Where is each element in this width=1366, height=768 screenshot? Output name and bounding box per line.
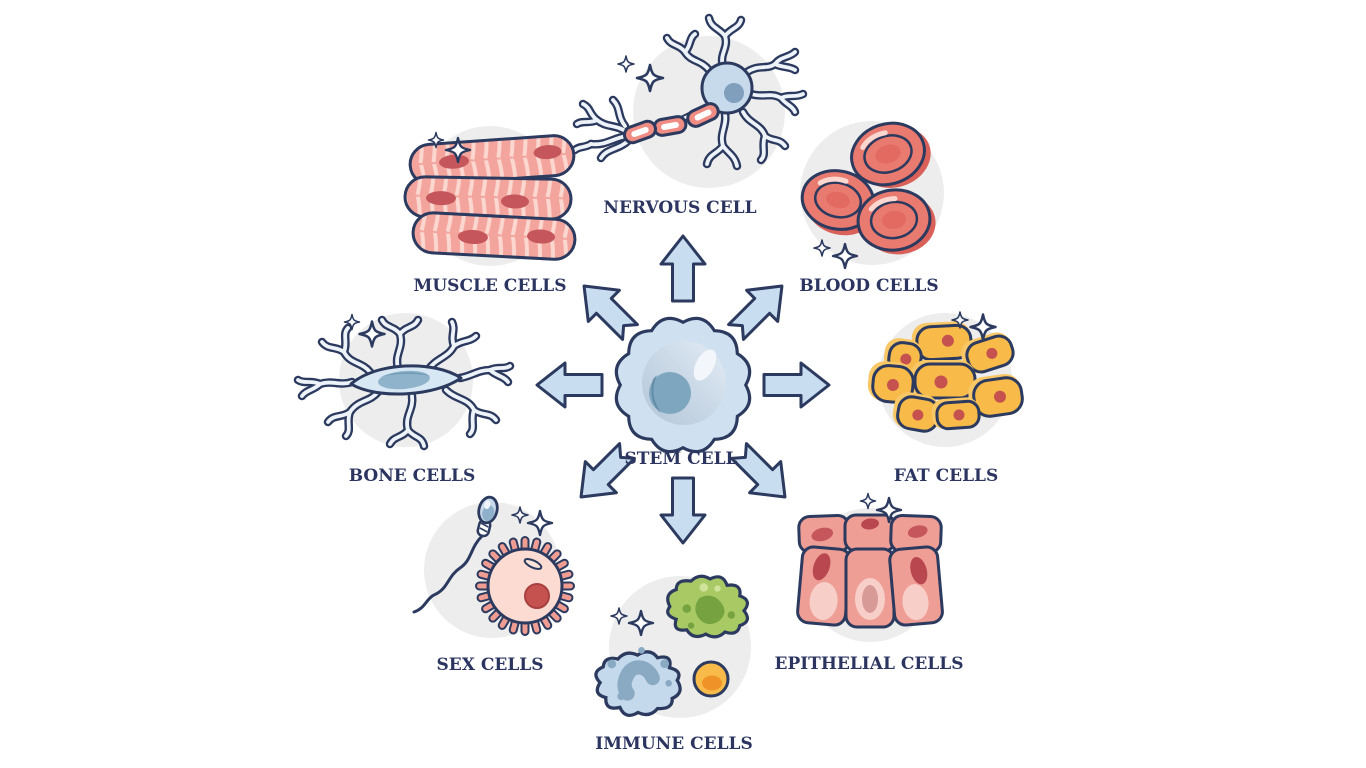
myelin-segments (622, 102, 720, 145)
bone-cells-label: BONE CELLS (348, 466, 476, 486)
arrow-down-right-icon (721, 433, 803, 515)
blood-cells-label: BLOOD CELLS (799, 276, 939, 296)
muscle-cells-label: MUSCLE CELLS (413, 276, 567, 296)
stem-cell-label: STEM CELL (624, 449, 738, 469)
stem-cell-icon (614, 316, 752, 454)
bone-cells-icon (298, 313, 510, 447)
immune-green-cell (666, 574, 750, 639)
immune-blue-cell (592, 647, 684, 721)
sex-cells-icon (412, 495, 575, 638)
epithelial-cells-icon (796, 492, 944, 642)
nervous-cell-label: NERVOUS CELL (603, 198, 757, 218)
nervous-cell-icon (575, 18, 803, 188)
immune-small-cell (692, 660, 730, 698)
fat-cells-label: FAT CELLS (893, 466, 999, 486)
sparkle-icon (617, 55, 635, 73)
fat-cells-icon (867, 311, 1024, 447)
blood-cells-icon (800, 121, 944, 270)
arrow-down-left-icon (563, 433, 645, 515)
sparkle-icon (859, 492, 877, 510)
sex-cells-label: SEX CELLS (436, 655, 544, 675)
immune-cells-icon (592, 574, 751, 721)
immune-cells-label: IMMUNE CELLS (595, 734, 753, 754)
arrow-down-icon (659, 476, 707, 545)
epithelial-cells-label: EPITHELIAL CELLS (774, 654, 964, 674)
muscle-cells-icon (403, 126, 577, 266)
egg-cell (475, 536, 575, 636)
sperm-cell (412, 495, 499, 614)
arrow-right-icon (762, 361, 831, 409)
arrow-up-icon (659, 234, 707, 303)
arrow-left-icon (535, 361, 604, 409)
